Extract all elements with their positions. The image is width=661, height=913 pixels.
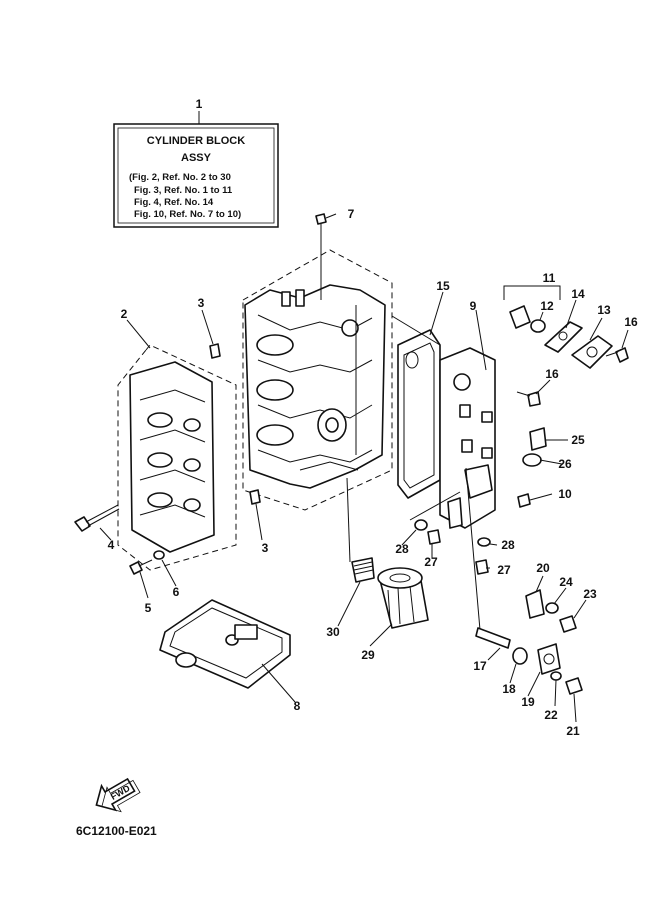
- plug-27-right: [475, 559, 489, 575]
- washer-28-right: [477, 537, 491, 547]
- callout-9: 9: [470, 299, 477, 313]
- callout-21: 21: [566, 724, 580, 738]
- callout-6: 6: [173, 585, 180, 599]
- washer-24: [545, 602, 559, 614]
- callout-1: 1: [196, 97, 203, 111]
- fwd-arrow: FWD: [95, 777, 141, 813]
- cover-13: [571, 335, 613, 369]
- callout-20: 20: [536, 561, 550, 575]
- grommet-18: [512, 647, 528, 665]
- callout-24: 24: [559, 575, 573, 589]
- callout-27-left: 27: [424, 555, 438, 569]
- callout-7: 7: [348, 207, 355, 221]
- title-line-2: ASSY: [181, 152, 212, 164]
- callout-3-upper: 3: [198, 296, 205, 310]
- bolt-16-lower: [516, 391, 541, 407]
- callout-28-left: 28: [395, 542, 409, 556]
- callout-26: 26: [558, 457, 572, 471]
- title-line-1: CYLINDER BLOCK: [147, 135, 245, 147]
- callout-10: 10: [558, 487, 572, 501]
- exhaust-cover: [439, 347, 496, 529]
- callout-28-right: 28: [501, 538, 515, 552]
- diagram-code: 6C12100-E021: [76, 824, 157, 838]
- callout-16-upper: 16: [624, 315, 638, 329]
- screw-10: [517, 493, 531, 508]
- callout-3-lower: 3: [262, 541, 269, 555]
- leader-lines: [99, 213, 629, 723]
- cylinder-block: [242, 249, 393, 511]
- dowel-pin-upper: [209, 343, 221, 359]
- callout-27-right: 27: [497, 563, 511, 577]
- grommet-11: [509, 305, 531, 329]
- plug-25: [529, 427, 547, 451]
- bolt-5: [129, 559, 153, 575]
- bracket-20: [525, 589, 545, 619]
- callout-18: 18: [502, 682, 516, 696]
- gasket-14: [544, 321, 583, 353]
- washer-28-left: [414, 519, 428, 531]
- title-ref-1: (Fig. 2, Ref. No. 2 to 30: [129, 172, 231, 183]
- title-ref-3: Fig. 4, Ref. No. 14: [134, 197, 214, 208]
- title-box: CYLINDER BLOCK ASSY (Fig. 2, Ref. No. 2 …: [113, 111, 279, 228]
- callout-8: 8: [294, 699, 301, 713]
- callout-19: 19: [521, 695, 535, 709]
- dowel-pin-lower: [249, 489, 261, 505]
- callout-14: 14: [571, 287, 585, 301]
- callout-12: 12: [540, 299, 554, 313]
- bolt-21: [565, 677, 583, 695]
- plug-27-left: [427, 529, 441, 545]
- callout-5: 5: [145, 601, 152, 615]
- gasket: [397, 329, 441, 499]
- callout-numbers: 1 2 3 3 4 5 6 7 8 9 10 11 12 13 14 15 16…: [108, 97, 638, 738]
- o-ring-26: [522, 453, 542, 467]
- title-ref-4: Fig. 10, Ref. No. 7 to 10): [134, 209, 241, 220]
- callout-17: 17: [473, 659, 487, 673]
- callout-22: 22: [544, 708, 558, 722]
- callout-29: 29: [361, 648, 375, 662]
- bolt-23: [559, 615, 577, 633]
- callout-25: 25: [571, 433, 585, 447]
- washer-6: [153, 550, 165, 560]
- callout-4: 4: [108, 538, 115, 552]
- callout-2: 2: [121, 307, 128, 321]
- cylinder-head: [117, 344, 237, 571]
- bolt-16-upper: [605, 347, 629, 363]
- oil-filter: [377, 567, 429, 629]
- washer-22: [550, 671, 562, 681]
- thermostat-19: [537, 643, 561, 675]
- bolt-4: [74, 504, 120, 532]
- callout-15: 15: [436, 279, 450, 293]
- title-ref-2: Fig. 3, Ref. No. 1 to 11: [134, 185, 233, 196]
- anode-plate: [159, 599, 291, 689]
- o-ring-12: [530, 319, 546, 333]
- callout-13: 13: [597, 303, 611, 317]
- bolt-7: [315, 213, 327, 300]
- callout-30: 30: [326, 625, 340, 639]
- callout-23: 23: [583, 587, 597, 601]
- oil-filter-joint: [351, 557, 375, 583]
- hose-17: [465, 467, 511, 649]
- callout-11: 11: [543, 271, 556, 285]
- callout-16-lower: 16: [545, 367, 559, 381]
